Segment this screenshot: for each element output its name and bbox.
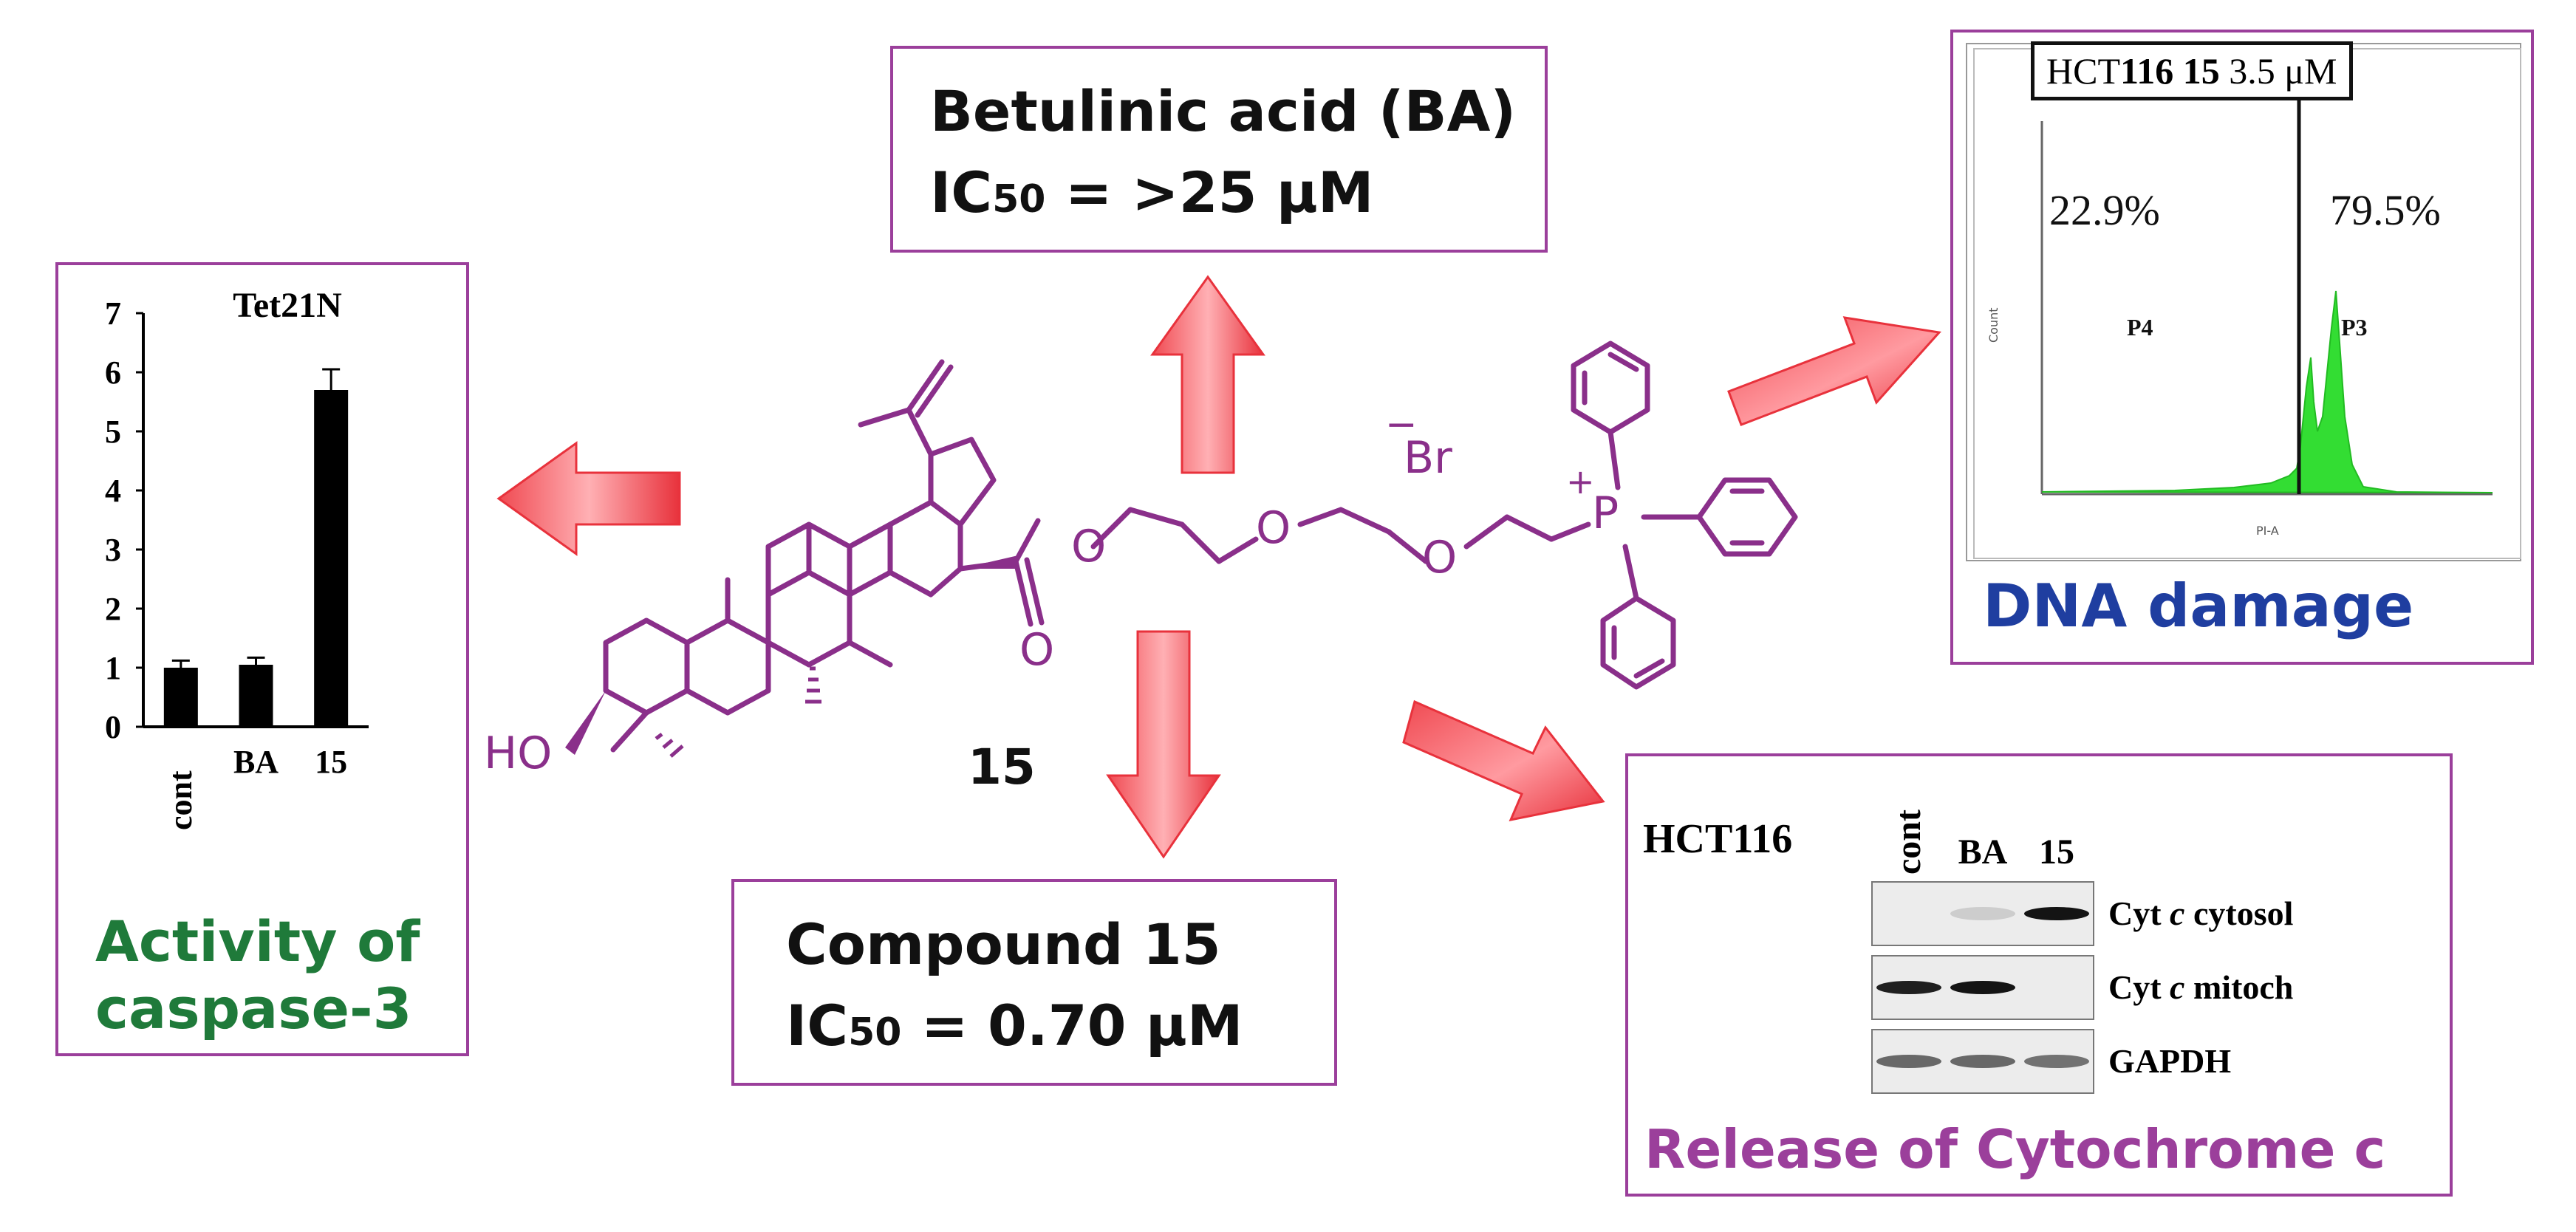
lane-label: 15 xyxy=(2039,832,2074,872)
gate-p3: P3 xyxy=(2341,314,2368,340)
caspase-bar-chart: Tet21N 0 1 2 3 4 5 6 7 cont BA 15 xyxy=(105,286,369,830)
y-tick-label: 2 xyxy=(105,591,121,627)
cytochrome-caption: Release of Cytochrome c xyxy=(1644,1118,2386,1180)
ether-o1-label: O xyxy=(1256,502,1291,554)
compound15-structure xyxy=(603,340,1798,753)
bromide-charge: − xyxy=(1385,403,1418,447)
y-tick-label: 1 xyxy=(105,650,121,686)
y-tick-label: 7 xyxy=(105,295,121,332)
bromide-label: Br xyxy=(1404,432,1452,484)
band xyxy=(1876,1055,1941,1068)
dna-damage-box: Count PI-A 22.9% 79.5% P4 P3 HCT116 15 3… xyxy=(1950,30,2534,665)
phosphorus-label: P xyxy=(1592,487,1619,539)
category-label: cont xyxy=(163,770,199,830)
band xyxy=(1876,981,1941,994)
caspase-caption: Activity of caspase-3 xyxy=(95,908,420,1042)
ester-o-label: O xyxy=(1071,521,1107,572)
lane-label: BA xyxy=(1958,832,2008,872)
y-tick-label: 4 xyxy=(105,473,121,509)
bar xyxy=(239,665,273,727)
chart-title: Tet21N xyxy=(233,286,342,325)
phosphorus-charge: + xyxy=(1566,462,1595,502)
category-label: 15 xyxy=(315,744,347,780)
blot-row-label: Cyt c mitoch xyxy=(2108,968,2293,1006)
y-axis-label: Count xyxy=(1986,307,2001,343)
bar xyxy=(314,390,349,727)
arrow-left-to-caspase xyxy=(496,441,681,556)
arrow-upright-to-dna xyxy=(1727,316,1941,426)
percent-right: 79.5% xyxy=(2330,186,2441,234)
arrow-up-to-ba xyxy=(1150,275,1265,474)
arrow-downright-to-cytochrome xyxy=(1402,699,1605,822)
compound15-ic50: IC50 = 0.70 μM xyxy=(786,993,1243,1058)
betulinic-acid-box: Betulinic acid (BA) IC50 = >25 μM xyxy=(890,46,1548,253)
band xyxy=(1950,907,2015,920)
percent-left: 22.9% xyxy=(2049,186,2160,234)
compound15-box: Compound 15 IC50 = 0.70 μM xyxy=(731,879,1337,1086)
dna-damage-caption: DNA damage xyxy=(1983,572,2414,640)
ba-title: Betulinic acid (BA) xyxy=(930,78,1517,144)
band xyxy=(1950,1055,2015,1068)
carbonyl-o-label: O xyxy=(1019,624,1055,676)
blot-row-label: GAPDH xyxy=(2108,1042,2231,1080)
wedge-bond xyxy=(565,691,606,755)
flow-histogram: Count PI-A 22.9% 79.5% P4 P3 xyxy=(1966,43,2521,561)
arrow-down-to-compound15 xyxy=(1106,630,1221,859)
hashed-bond xyxy=(655,666,821,758)
y-tick-label: 5 xyxy=(105,414,121,450)
lane-label: cont xyxy=(1889,810,1928,875)
ba-ic50: IC50 = >25 μM xyxy=(930,160,1374,225)
ether-o2-label: O xyxy=(1422,532,1458,584)
category-label: BA xyxy=(233,744,279,780)
y-tick-label: 3 xyxy=(105,532,121,568)
histogram-curve xyxy=(2041,290,2493,493)
band xyxy=(2024,907,2089,920)
gate-p4: P4 xyxy=(2127,314,2153,340)
band xyxy=(2024,1055,2089,1068)
band xyxy=(1950,981,2015,994)
y-tick-label: 0 xyxy=(105,709,121,745)
y-tick-label: 6 xyxy=(105,355,121,391)
dna-header: HCT116 15 3.5 μM xyxy=(2031,41,2353,100)
x-axis-label: PI-A xyxy=(2256,524,2279,538)
ho-label: HO xyxy=(484,728,553,779)
cell-line-label: HCT116 xyxy=(1643,816,1793,862)
caspase-activity-box: Tet21N 0 1 2 3 4 5 6 7 cont BA 15 Activity of cas… xyxy=(55,262,469,1056)
bar xyxy=(163,668,198,727)
compound-number: 15 xyxy=(968,739,1036,795)
wedge-bond-ester xyxy=(960,555,1018,569)
blot-row-label: Cyt c cytosol xyxy=(2108,894,2293,932)
compound15-title: Compound 15 xyxy=(786,911,1221,977)
